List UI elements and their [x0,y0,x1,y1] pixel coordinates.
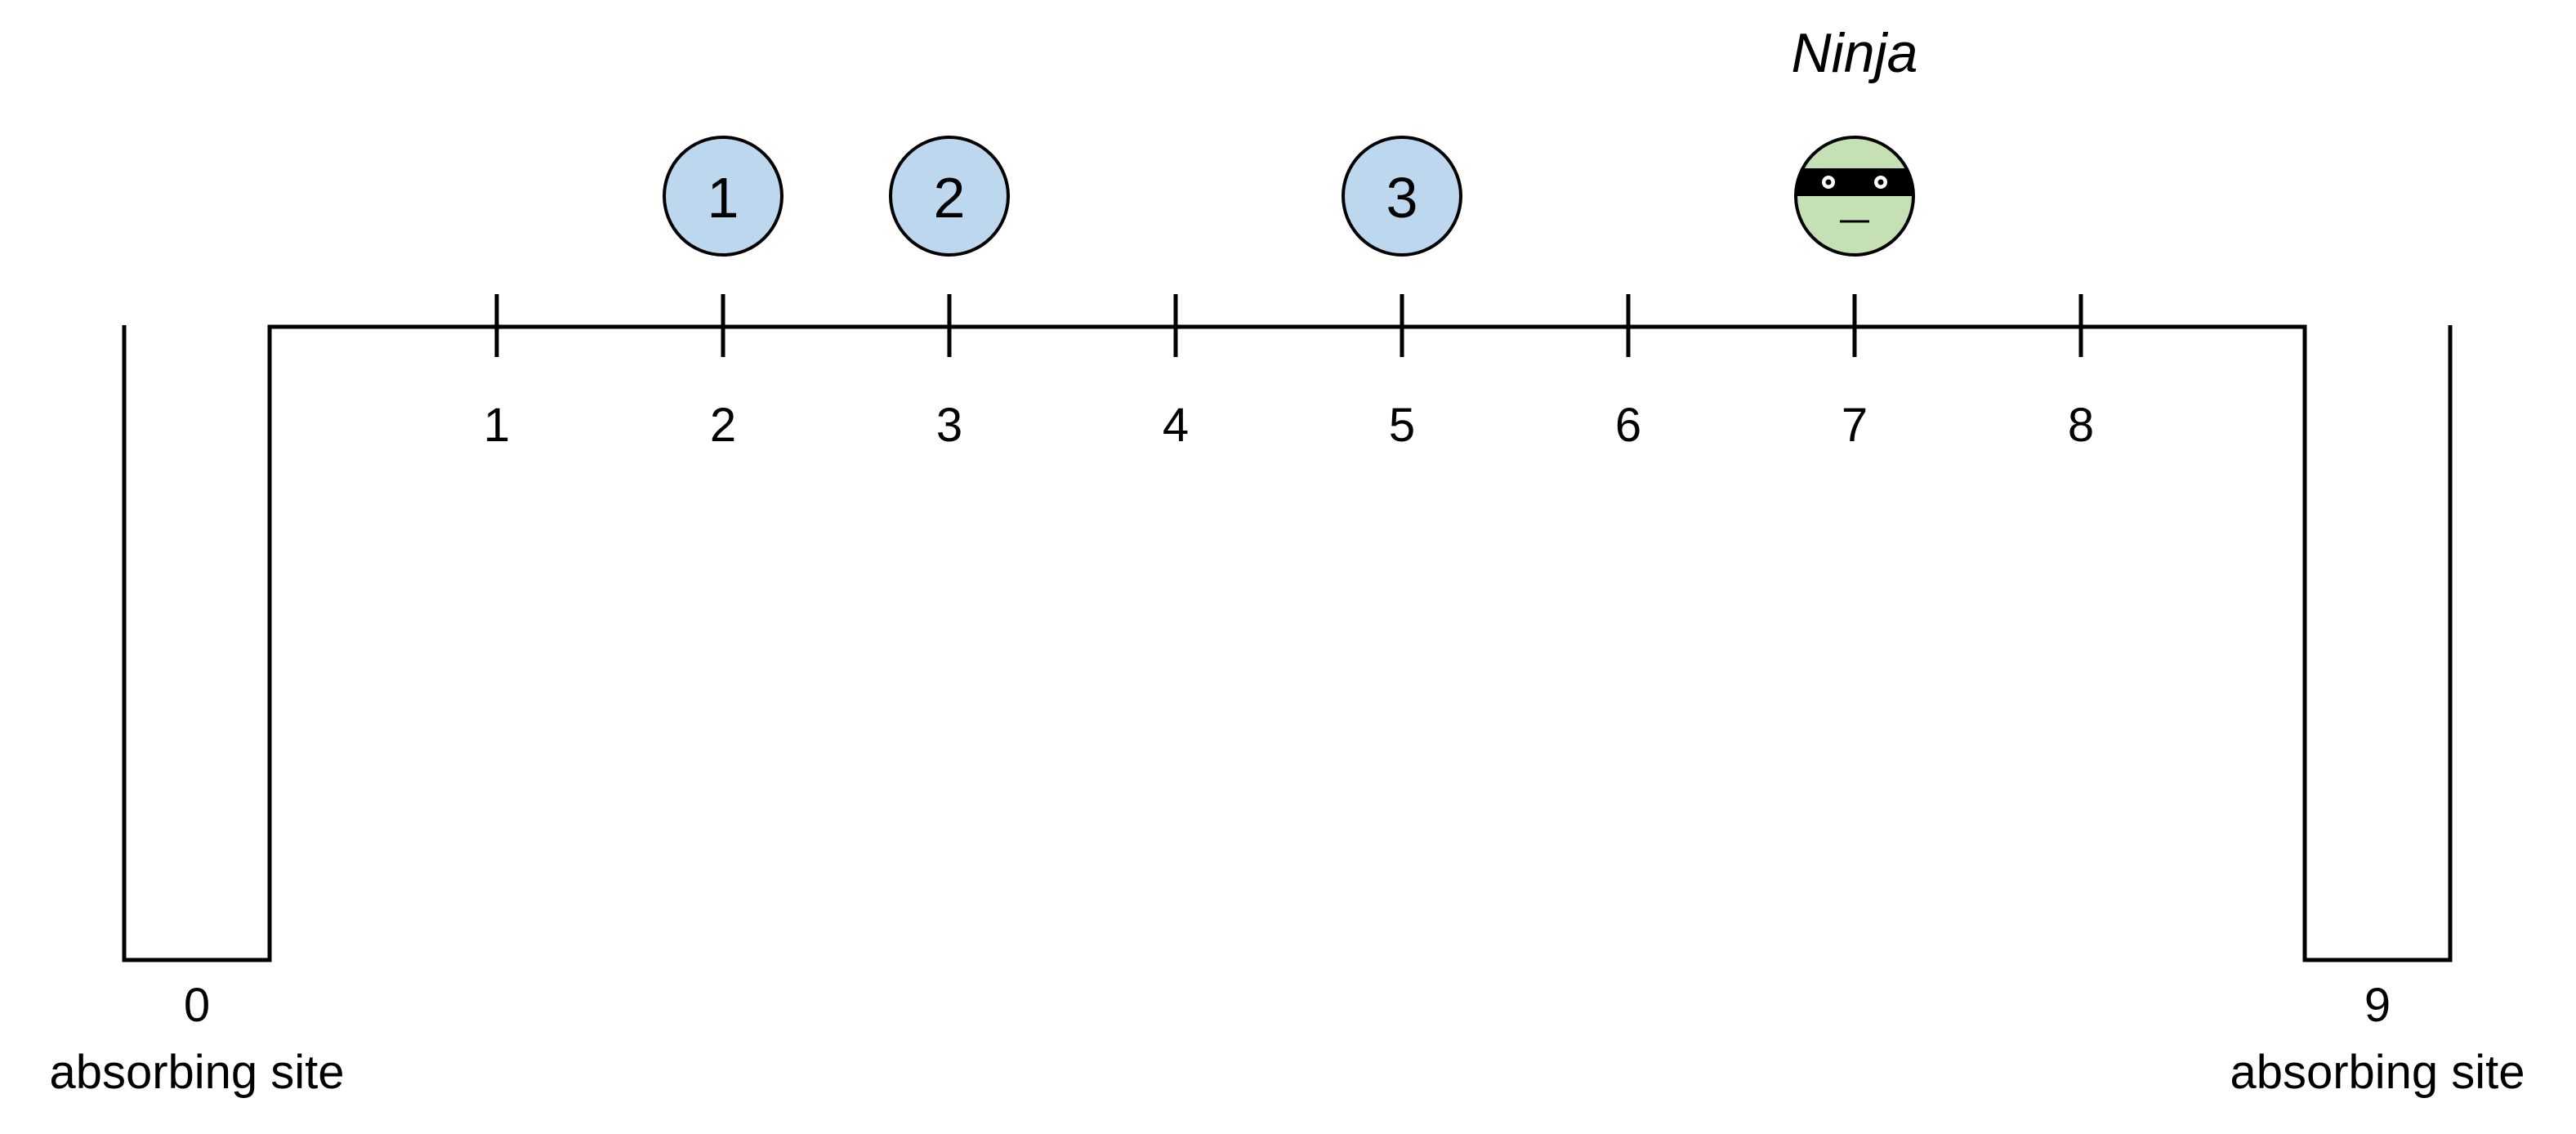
right-site-label: absorbing site [2230,1046,2525,1099]
position-label: 2 [710,399,736,452]
ninja-pupil [1825,179,1832,185]
ninja-title: Ninja [1792,22,1918,84]
right-site-number: 9 [2364,979,2391,1032]
position-label: 1 [484,399,510,452]
particle-circle [663,136,784,257]
particle-circle [1342,136,1462,257]
position-label: 8 [2068,399,2094,452]
particle: 3 [1342,136,1462,257]
particle-label: 3 [1386,166,1418,230]
ninja-face-icon [1794,136,1915,257]
particle-circle [889,136,1010,257]
position-label: 4 [1163,399,1189,452]
ninja-outline [1794,136,1915,257]
ninja-figure: Ninja [1792,22,1918,257]
particle-label: 1 [708,166,739,230]
position-label: 7 [1842,399,1868,452]
position-label: 5 [1389,399,1415,452]
ninja-mask [1796,168,1913,196]
position-label: 3 [936,399,962,452]
particles: 1 2 3 [663,136,1462,257]
tick-marks [494,294,2083,357]
left-site-label: absorbing site [49,1046,344,1099]
left-site-number: 0 [184,979,210,1032]
ninja-pupil [1877,179,1884,185]
particle: 2 [889,136,1010,257]
lattice-track [122,324,2453,962]
particle: 1 [663,136,784,257]
position-labels: 1 2 3 4 5 6 7 8 [484,399,2094,452]
position-label: 6 [1615,399,1641,452]
particle-label: 2 [934,166,966,230]
